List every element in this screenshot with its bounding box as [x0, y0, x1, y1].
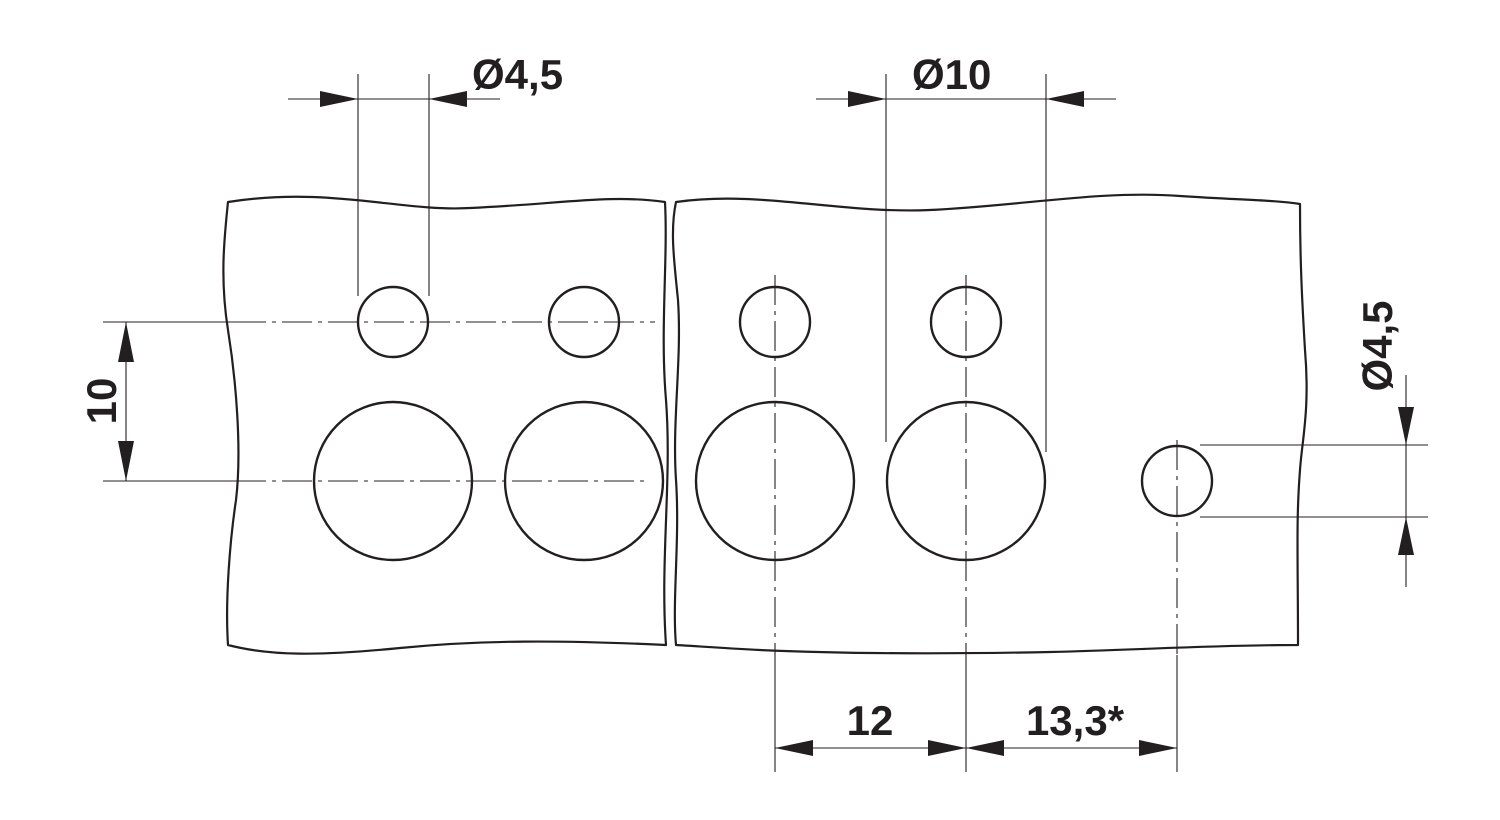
arrowhead — [118, 322, 134, 362]
arrowhead — [320, 91, 358, 107]
panel-outlines — [222, 193, 1308, 655]
dimension-small-hole-top: Ø4,5 — [288, 51, 563, 296]
arrowhead — [1398, 517, 1414, 555]
arrowhead — [429, 91, 467, 107]
center-lines — [236, 275, 1178, 655]
cutout-holes — [312, 285, 1214, 562]
arrowhead — [1046, 91, 1084, 107]
arrowhead — [775, 740, 813, 756]
dimension-label: 12 — [847, 697, 894, 744]
right-panel-section — [671, 193, 1308, 655]
dimension-label: Ø4,5 — [1354, 300, 1401, 391]
dimension-small-hole-right: Ø4,5 — [1200, 300, 1428, 587]
dimension-large-hole: Ø10 — [816, 51, 1116, 452]
arrowhead — [1398, 407, 1414, 445]
arrowhead — [118, 441, 134, 481]
arrowhead — [928, 740, 966, 756]
dimension-label: Ø4,5 — [472, 51, 563, 98]
dimension-label: 13,3* — [1026, 697, 1125, 744]
arrowhead — [1139, 740, 1177, 756]
dimension-bottom-chain: 12 13,3* — [774, 655, 1178, 772]
dimension-row-spacing: 10 — [78, 321, 236, 482]
dimension-label: Ø10 — [912, 51, 991, 98]
arrowhead — [966, 740, 1004, 756]
arrowhead — [848, 91, 886, 107]
left-panel-section — [222, 195, 669, 655]
dimension-label: 10 — [78, 378, 125, 425]
